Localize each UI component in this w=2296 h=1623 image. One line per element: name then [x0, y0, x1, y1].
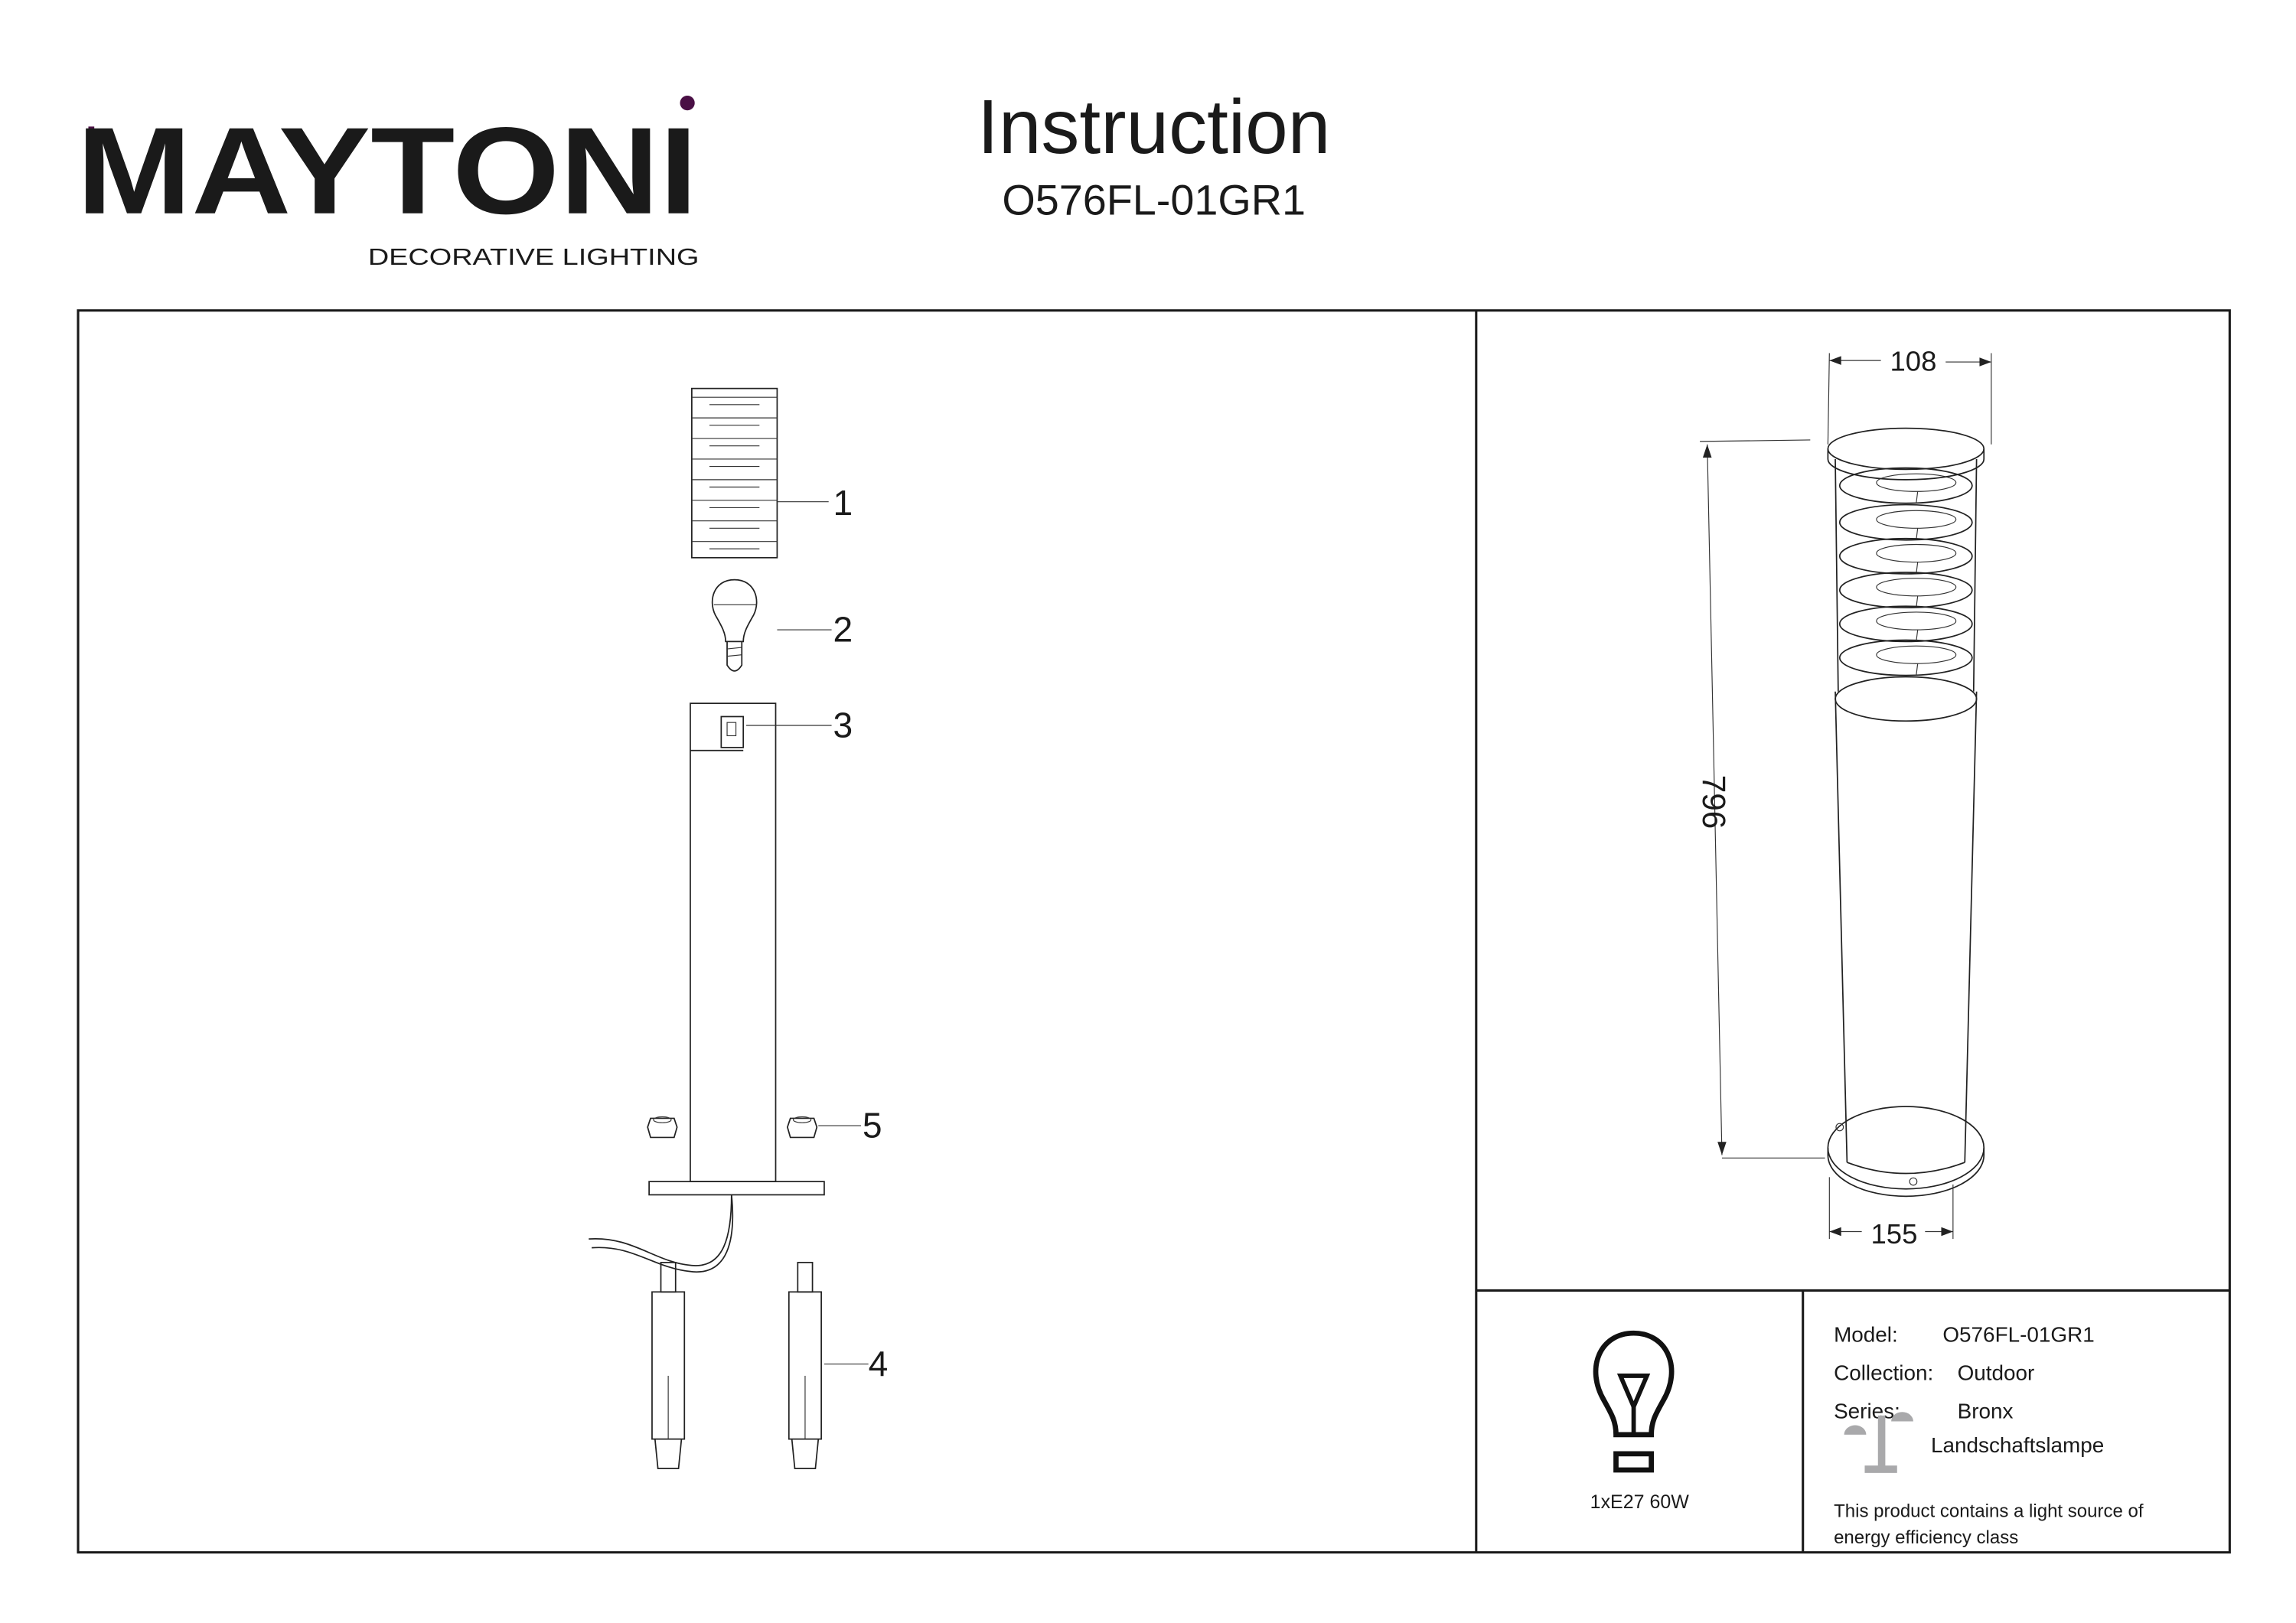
- lamp-bar: [1916, 528, 1919, 540]
- energy-note-line2: energy efficiency class: [1834, 1527, 2018, 1548]
- model-label: Model:: [1834, 1323, 1898, 1347]
- part-label-5: 5: [863, 1105, 882, 1145]
- outer-frame: [77, 309, 2231, 1554]
- part-label-3: 3: [833, 705, 853, 745]
- landscape-lamp-icon: [1844, 1412, 1913, 1473]
- lamp-ring: [1838, 504, 1973, 541]
- lamp-ring-inner: [1876, 543, 1957, 563]
- lamp-bar: [1916, 629, 1919, 642]
- part-3-post: [690, 702, 777, 1182]
- dimension-155: 155: [1828, 1177, 1954, 1250]
- dimension-base-width: 155: [1870, 1218, 1917, 1250]
- lamp-ring: [1838, 572, 1973, 609]
- bulb-icon: [1593, 1330, 1675, 1473]
- brand-name: MAYTONI: [77, 103, 697, 240]
- lamp-ring: [1838, 639, 1973, 676]
- part-2-bulb: [711, 578, 758, 672]
- base-plate-and-cable: [589, 1181, 825, 1273]
- logo-accent-bar: [88, 126, 95, 212]
- lamp-bar: [1916, 595, 1919, 608]
- part-label-2: 2: [833, 609, 853, 649]
- maytoni-logo: MAYTONI DECORATIVE LIGHTING: [77, 95, 700, 270]
- lamp-ring-inner: [1876, 578, 1957, 597]
- collection-value: Outdoor: [1958, 1361, 2035, 1385]
- dimension-108: 108: [1827, 346, 1992, 445]
- model-value: O576FL-01GR1: [1942, 1323, 2094, 1347]
- lamp-ring: [1838, 467, 1973, 504]
- dimension-height: 796: [1696, 775, 1732, 829]
- series-label: Series:: [1834, 1400, 1900, 1423]
- lamp-base: [1827, 1106, 1985, 1190]
- lamp-cage-sides: [1835, 458, 1978, 692]
- lamp-bar: [1916, 562, 1919, 575]
- lamp-ring-inner: [1876, 510, 1957, 529]
- logo-accent-dot: [680, 95, 695, 111]
- dimension-796: 796: [1696, 439, 1825, 1159]
- lamp-ring: [1838, 537, 1973, 575]
- anchor-tip: [791, 1439, 820, 1469]
- brand-tagline: DECORATIVE LIGHTING: [368, 243, 700, 270]
- lamp-ring-inner: [1876, 611, 1957, 631]
- series-value: Bronx: [1958, 1400, 2014, 1423]
- lamp-top-cap-rim: [1827, 448, 1985, 481]
- page-title: Instruction: [977, 84, 1330, 170]
- collection-label: Collection:: [1834, 1361, 1933, 1385]
- model-code: O576FL-01GR1: [1002, 177, 1306, 224]
- lamp-body: [1835, 691, 1978, 1163]
- lamp-bar: [1916, 491, 1919, 504]
- lamp-ring-inner: [1876, 473, 1957, 492]
- part-label-1: 1: [833, 483, 853, 523]
- anchor-bolt: [797, 1262, 814, 1293]
- anchor-tip: [654, 1439, 683, 1469]
- dimension-top-width: 108: [1890, 346, 1936, 377]
- bulb-spec: 1xE27 60W: [1590, 1491, 1690, 1513]
- cage-outline: [691, 387, 778, 559]
- lamp-bar: [1916, 663, 1919, 676]
- part-4-anchors: [651, 1262, 822, 1469]
- energy-note-line1: This product contains a light source of: [1834, 1501, 2144, 1522]
- part-1-cage: [691, 387, 778, 559]
- part-5-nuts: [647, 1116, 818, 1139]
- lamp-ring-inner: [1876, 645, 1957, 664]
- part-label-4: 4: [869, 1344, 889, 1383]
- lamp-top-cap: [1827, 427, 1985, 471]
- type-value: Landschaftslampe: [1931, 1433, 2104, 1457]
- lamp-ring: [1838, 605, 1973, 643]
- lamp-dimension-drawing: [1827, 427, 1985, 1198]
